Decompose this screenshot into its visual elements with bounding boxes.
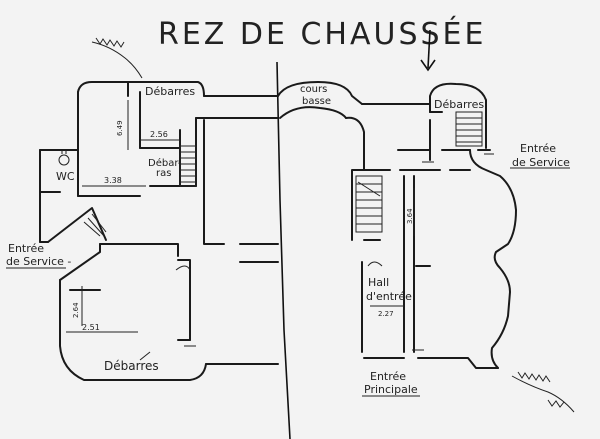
label-entree-service-left-1: Entrée [8,242,44,255]
page-title: REZ DE CHAUSSÉE [158,16,486,52]
dimension-3-38: 3.38 [104,176,122,185]
dimension-2-27: 2.27 [378,310,394,318]
label-entree-principale-2: Principale [364,383,418,396]
door-swing-icon [139,265,196,361]
room-label-debarras-mid-1: Débar- [148,157,182,169]
room-label-cours-2: basse [302,96,331,107]
room-label-debarras-bottom: Débarres [104,359,159,373]
dimension-6-49: 6.49 [116,120,124,136]
room-label-hall-1: Hall [368,276,389,289]
label-entree-service-left-2: de Service - [6,255,71,268]
dimension-3-64: 3.64 [406,208,414,224]
room-label-debarras-mid-2: ras [156,168,171,179]
label-entree-service-right-1: Entrée [520,142,556,155]
room-label-wc: WC [56,170,75,183]
left-wing-walls [39,81,279,381]
dimension-2-56: 2.56 [150,130,168,139]
door-swing-icon [367,153,494,351]
scribble-marks [91,37,575,413]
toilet-icon [58,150,70,166]
room-label-hall-2: d'entrée [366,290,412,303]
label-entree-principale-1: Entrée [370,370,406,383]
label-entree-service-right-2: de Service [512,156,570,169]
arrow-down-icon [420,29,436,72]
dimension-lines-right [370,188,415,307]
right-wing-walls [351,82,517,369]
room-label-cours-1: cours [300,84,327,95]
stairs-icon [179,145,197,187]
room-label-debarras-top-left: Débarres [145,85,195,98]
room-label-debarras-top-right: Débarres [434,98,484,111]
center-axis-line [276,61,291,439]
dimension-2-64: 2.64 [72,302,80,318]
stairs-icon [355,175,383,233]
dimension-lines-left [66,100,180,333]
dimension-2-51: 2.51 [82,323,100,332]
